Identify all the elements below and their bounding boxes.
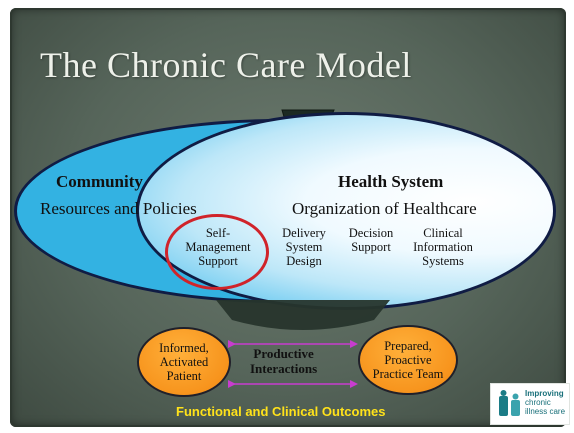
- improving-chronic-illness-care-logo: Improving chronic illness care: [490, 383, 570, 425]
- interaction-hub-shape: [216, 300, 390, 330]
- self-management-line-1: Self-: [205, 226, 231, 240]
- team-line-3: Practice Team: [372, 367, 444, 381]
- logo-figures-icon: [499, 390, 520, 416]
- patient-line-2: Activated: [159, 355, 209, 369]
- functional-clinical-outcomes-label: Functional and Clinical Outcomes: [176, 404, 386, 419]
- community-subheading: Resources and Policies: [40, 199, 197, 218]
- logo-line-3: illness care: [525, 407, 566, 416]
- team-line-1: Prepared,: [384, 339, 432, 353]
- informed-activated-patient-ellipse: Informed, Activated Patient: [137, 327, 231, 397]
- interactions-line-2: Interactions: [250, 361, 318, 376]
- health-system-heading: Health System: [338, 172, 444, 191]
- practice-team-label: Prepared, Proactive Practice Team: [373, 339, 444, 381]
- patient-label: Informed, Activated Patient: [159, 341, 209, 383]
- health-system-subheading: Organization of Healthcare: [292, 199, 477, 218]
- clinical-information-systems-label: Clinical Information Systems: [398, 226, 488, 268]
- decision-line-1: Decision: [348, 226, 394, 240]
- community-heading: Community: [56, 172, 143, 191]
- logo-line-1: Improving: [525, 389, 564, 398]
- logo-line-2: chronic: [525, 398, 551, 407]
- self-management-line-3: Support: [198, 254, 238, 268]
- patient-line-3: Patient: [166, 369, 202, 383]
- self-management-line-2: Management: [185, 240, 251, 254]
- delivery-line-1: Delivery: [282, 226, 326, 240]
- productive-interactions-label: Productive Interactions: [250, 346, 317, 376]
- logo-text: Improving chronic illness care: [525, 389, 565, 416]
- delivery-system-design-label: Delivery System Design: [259, 226, 349, 268]
- decision-line-2: Support: [351, 240, 391, 254]
- productive-interactions-arrows: [228, 340, 358, 388]
- team-line-2: Proactive: [384, 353, 432, 367]
- delivery-line-3: Design: [286, 254, 322, 268]
- prepared-proactive-practice-team-ellipse: Prepared, Proactive Practice Team: [358, 325, 458, 395]
- patient-line-1: Informed,: [159, 341, 209, 355]
- clinical-line-1: Clinical: [423, 226, 463, 240]
- delivery-line-2: System: [285, 240, 323, 254]
- decision-support-label: Decision Support: [326, 226, 416, 254]
- interactions-line-1: Productive: [253, 346, 314, 361]
- clinical-line-2: Information: [413, 240, 473, 254]
- slide-title: The Chronic Care Model: [40, 45, 412, 85]
- self-management-ring: [165, 214, 269, 290]
- clinical-line-3: Systems: [422, 254, 464, 268]
- self-management-support-label: Self- Management Support: [173, 226, 263, 268]
